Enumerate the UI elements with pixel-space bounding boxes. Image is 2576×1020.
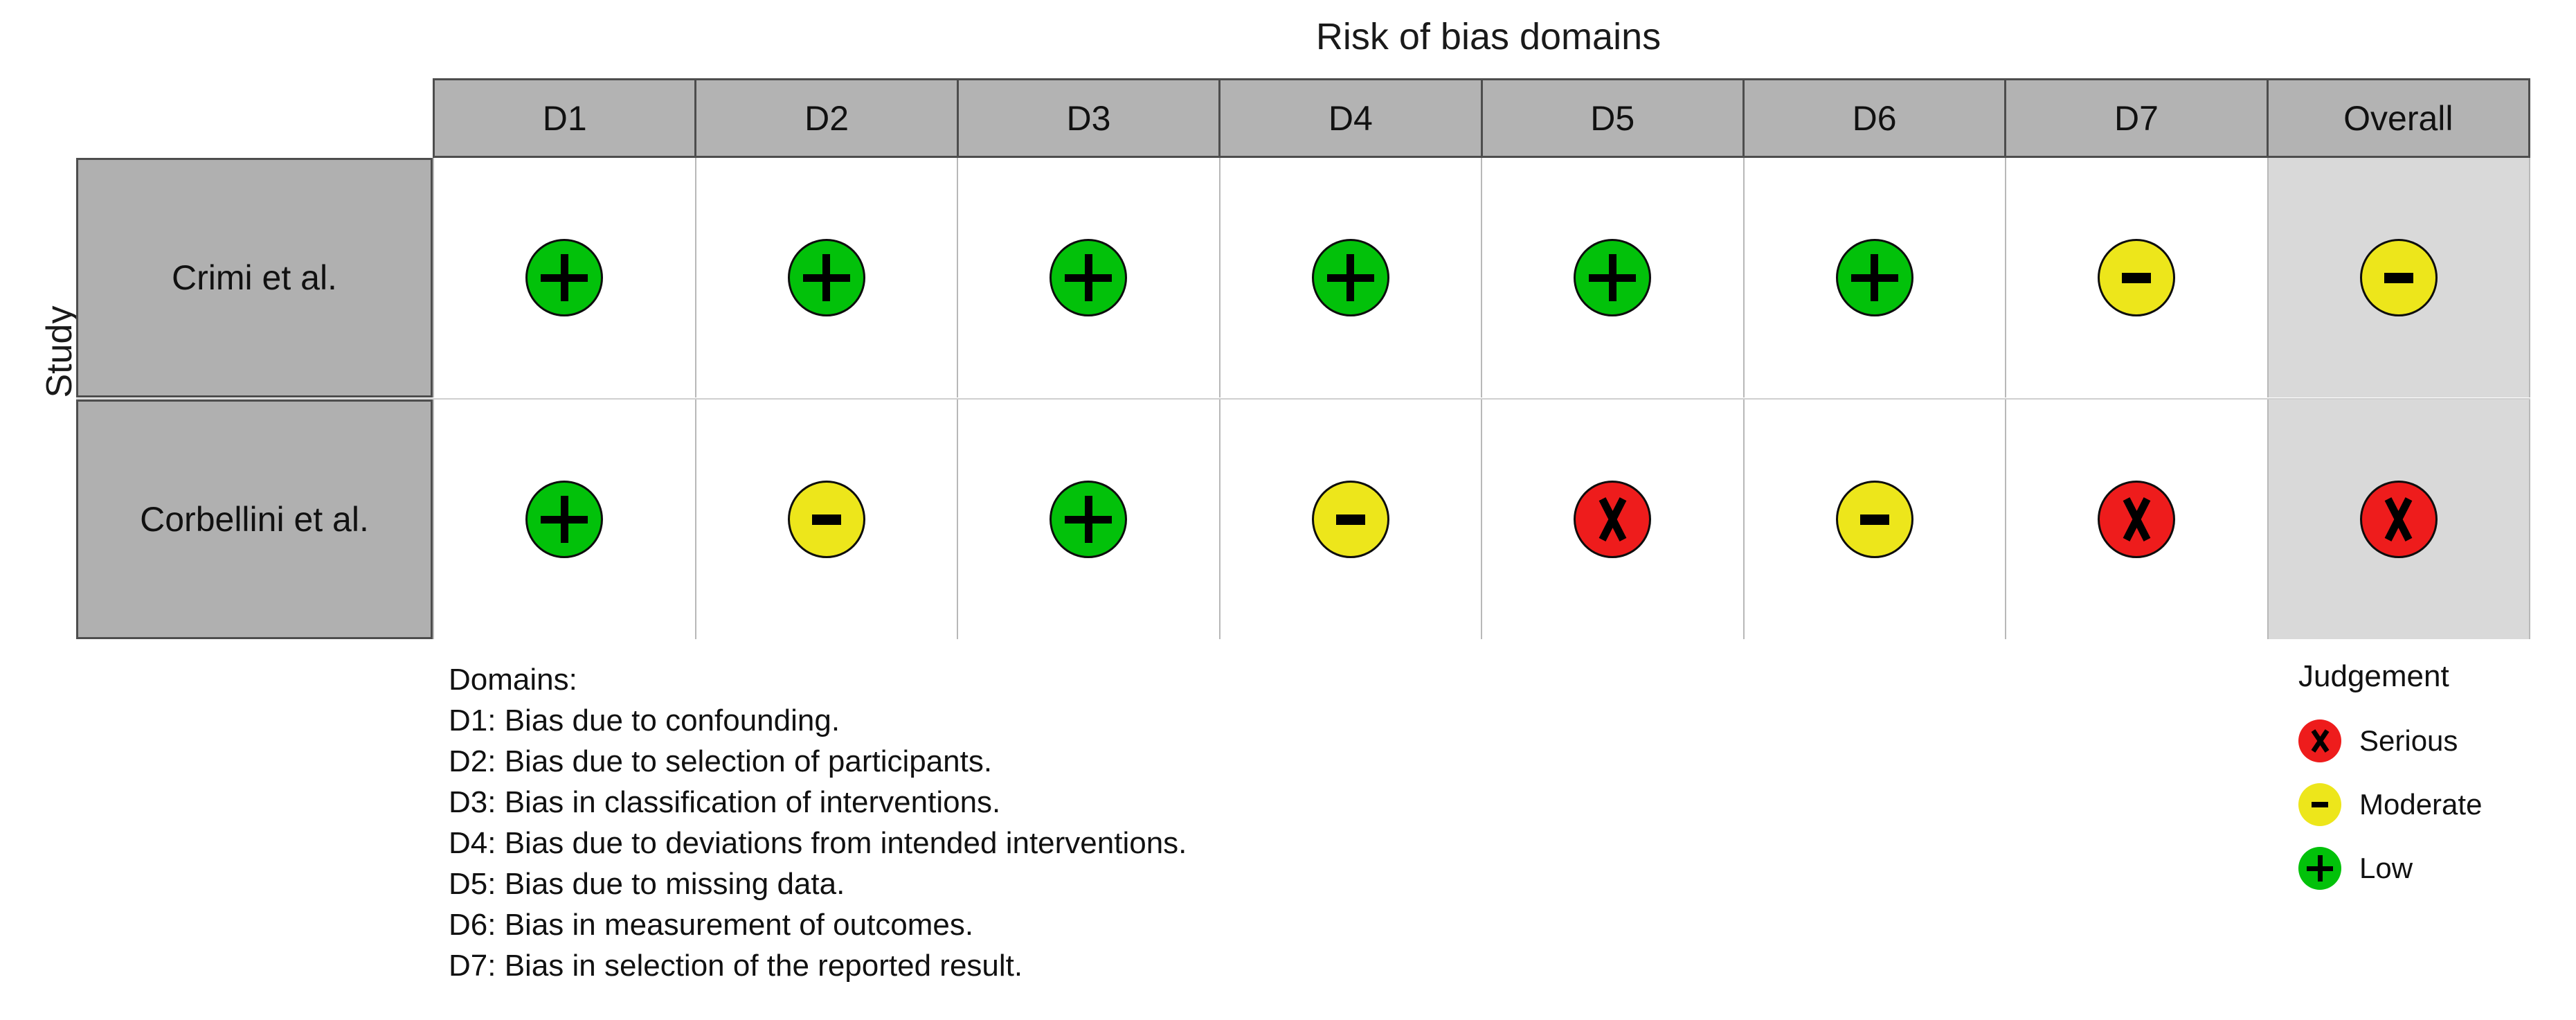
table-row: Crimi et al. [76,158,2530,397]
legend-moderate-icon [2298,783,2341,826]
legend-serious-icon [2298,719,2341,762]
judgement-moderate-icon [787,481,865,558]
legend-item-label: Moderate [2359,788,2483,821]
legend-item-moderate: Moderate [2298,773,2561,836]
study-label-cell: Corbellini et al. [76,400,433,639]
column-header-overall: Overall [2343,98,2453,138]
judgement-cell-overall[interactable] [2267,400,2529,639]
judgement-cell-d3[interactable] [957,400,1219,639]
domains-key-line: D4: Bias due to deviations from intended… [449,826,1187,860]
legend-item-serious: Serious [2298,709,2561,773]
judgement-cell-d5[interactable] [1481,400,1743,639]
column-header-d2: D2 [696,80,959,156]
domains-key-line: D1: Bias due to confounding. [449,704,840,737]
judgement-serious-icon [2098,481,2176,558]
judgement-cell-d1[interactable] [433,158,695,397]
judgement-cell-d6[interactable] [1742,158,2006,397]
domains-key-line: D5: Bias due to missing data. [449,867,845,901]
study-label-cell: Crimi et al. [76,158,433,397]
column-header-d5: D5 [1483,80,1745,156]
table-row: Corbellini et al. [76,398,2530,639]
domains-key-heading: Domains: [449,663,577,697]
judgement-legend-title: Judgement [2298,659,2449,693]
column-header-d4: D4 [1221,80,1483,156]
domains-key-line: D7: Bias in selection of the reported re… [449,949,1023,983]
judgement-cells [433,400,2530,639]
y-axis-label: Study [39,305,80,398]
chart-title: Risk of bias domains [1315,16,1661,57]
domains-key-line: D6: Bias in measurement of outcomes. [449,908,974,942]
judgement-cell-d4[interactable] [1218,158,1481,397]
judgement-cell-d2[interactable] [694,400,957,639]
judgement-low-icon [1311,239,1389,316]
domains-key: Domains: D1: Bias due to confounding. D2: … [449,659,1187,986]
judgement-moderate-icon [2098,239,2176,316]
judgement-low-icon [1835,239,1913,316]
judgement-cell-d4[interactable] [1218,400,1481,639]
judgement-moderate-icon [1311,481,1389,558]
judgement-low-icon [1050,481,1128,558]
column-header-d1: D1 [435,80,697,156]
judgement-serious-icon [1574,481,1652,558]
judgement-low-icon [787,239,865,316]
judgement-serious-icon [2359,481,2438,558]
judgement-cell-d7[interactable] [2005,400,2267,639]
judgement-cell-d7[interactable] [2005,158,2267,397]
judgement-moderate-icon [2359,239,2438,316]
legend-item-label: Low [2359,852,2413,884]
legend-item-label: Serious [2359,724,2458,757]
legend-item-low: Low [2298,836,2561,900]
judgement-low-icon [525,481,604,558]
legend-low-icon [2298,847,2341,890]
judgement-cell-d6[interactable] [1742,400,2006,639]
judgement-low-icon [525,239,604,316]
column-header-d7: D7 [2006,80,2269,156]
judgement-cell-d1[interactable] [433,400,695,639]
judgement-low-icon [1050,239,1128,316]
judgement-cell-d5[interactable] [1481,158,1743,397]
judgement-low-icon [1574,239,1652,316]
judgement-cell-overall[interactable] [2267,158,2529,397]
column-header-d3: D3 [959,80,1221,156]
judgement-cells [433,158,2530,397]
column-header-d6: D6 [1745,80,2007,156]
judgement-moderate-icon [1835,481,1913,558]
judgement-cell-d2[interactable] [694,158,957,397]
judgement-cell-d3[interactable] [957,158,1219,397]
table-body: Crimi et al.Corbellini et al. [76,158,2530,639]
domains-key-line: D3: Bias in classification of interventi… [449,785,1001,819]
domains-key-line: D2: Bias due to selection of participant… [449,744,993,778]
